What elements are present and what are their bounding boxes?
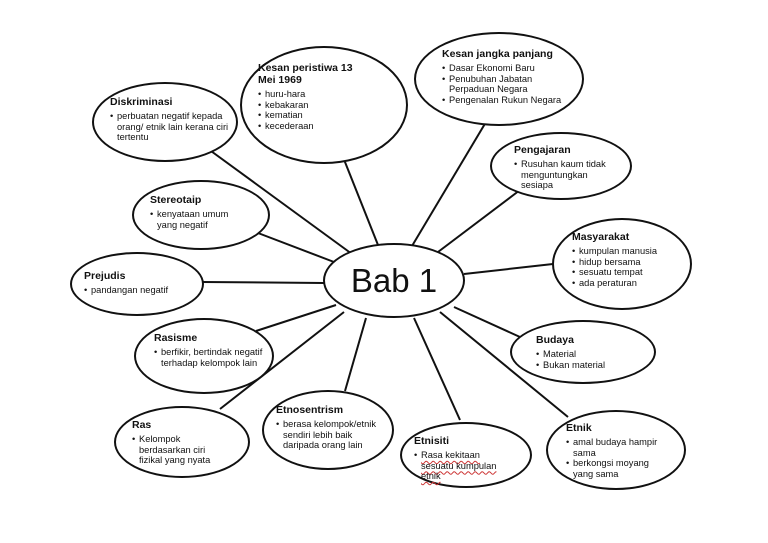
node-item: amal budaya hampir sama xyxy=(566,437,667,458)
node-title: Masyarakat xyxy=(572,231,630,243)
node-ras: Ras Kelompok berdasarkan ciri fizikal ya… xyxy=(114,406,250,478)
node-etnosentrism: Etnosentrism berasa kelompok/etnik sendi… xyxy=(262,390,394,470)
connector-pengajaran xyxy=(437,189,521,253)
node-budaya: Budaya Material Bukan material xyxy=(510,320,656,384)
node-pengajaran: Pengajaran Rusuhan kaum tidak menguntung… xyxy=(490,132,632,200)
node-kesan-peristiwa: Kesan peristiwa 13 Mei 1969 huru-hara ke… xyxy=(240,46,408,164)
node-item: Pengenalan Rukun Negara xyxy=(442,95,570,106)
node-title: Kesan peristiwa 13 Mei 1969 xyxy=(258,62,353,86)
node-etnisiti: Etnisiti Rasa kekitaan sesuatu kumpulan … xyxy=(400,422,532,488)
connector-rasisme xyxy=(255,304,337,332)
node-item: Kelompok berdasarkan ciri fizikal yang n… xyxy=(132,434,225,466)
node-title: Budaya xyxy=(536,334,574,346)
node-item: Bukan material xyxy=(536,360,640,371)
connector-stereotaip xyxy=(257,232,335,263)
connector-etnik xyxy=(439,311,569,418)
node-masyarakat: Masyarakat kumpulan manusia hidup bersam… xyxy=(552,218,692,310)
node-rasisme: Rasisme berfikir, bertindak negatif terh… xyxy=(134,318,274,394)
node-title: Etnik xyxy=(566,422,592,434)
connector-prejudis xyxy=(201,281,325,284)
connector-diskriminasi xyxy=(199,142,353,255)
node-item: kecederaan xyxy=(258,121,370,132)
node-prejudis: Prejudis pandangan negatif xyxy=(70,252,204,316)
connector-etnosentrism xyxy=(344,317,367,392)
node-title: Prejudis xyxy=(84,270,126,282)
node-item: Material xyxy=(536,349,640,360)
node-title: Etnisiti xyxy=(414,435,450,447)
connector-kesan-peristiwa xyxy=(342,156,379,246)
node-item: berkongsi moyang yang sama xyxy=(566,458,667,479)
node-item: Rusuhan kaum tidak menguntungkan sesiapa xyxy=(514,159,615,191)
node-item: berasa kelompok/etnik sendiri lebih baik… xyxy=(276,419,379,451)
node-item: Rasa kekitaan sesuatu kumpulan etnik xyxy=(414,450,513,482)
connector-etnisiti xyxy=(413,317,461,421)
node-title: Stereotaip xyxy=(150,194,202,206)
node-title: Diskriminasi xyxy=(110,96,173,108)
node-title: Ras xyxy=(132,419,152,431)
node-diskriminasi: Diskriminasi perbuatan negatif kepada or… xyxy=(92,82,238,162)
node-item: kematian xyxy=(258,110,370,121)
node-title: Etnosentrism xyxy=(276,404,344,416)
node-title: Rasisme xyxy=(154,332,198,344)
connector-masyarakat xyxy=(463,263,554,275)
node-item: Dasar Ekonomi Baru xyxy=(442,63,570,74)
node-item: kenyataan umum yang negatif xyxy=(150,209,243,230)
node-etnik: Etnik amal budaya hampir sama berkongsi … xyxy=(546,410,686,490)
node-item: Penubuhan Jabatan Perpaduan Negara xyxy=(442,74,539,95)
node-title: Kesan jangka panjang xyxy=(442,48,553,60)
node-title: Pengajaran xyxy=(514,144,571,156)
node-kesan-jangka-panjang: Kesan jangka panjang Dasar Ekonomi Baru … xyxy=(414,32,584,126)
connector-kesan-jangka-panjang xyxy=(411,121,487,247)
node-item-text: Rasa kekitaan sesuatu kumpulan etnik xyxy=(421,450,497,482)
node-item: pandangan negatif xyxy=(84,285,196,296)
node-item: berfikir, bertindak negatif terhadap kel… xyxy=(154,347,265,368)
connector-ras xyxy=(219,311,345,410)
node-item: perbuatan negatif kepada orang/ etnik la… xyxy=(110,111,229,143)
node-stereotaip: Stereotaip kenyataan umum yang negatif xyxy=(132,180,270,250)
node-item: sesuatu tempat xyxy=(572,267,676,278)
node-item: kumpulan manusia xyxy=(572,246,676,257)
node-item: kebakaran xyxy=(258,100,370,111)
central-topic: Bab 1 xyxy=(323,243,465,318)
connector-budaya xyxy=(453,306,521,338)
node-item: huru-hara xyxy=(258,89,370,100)
node-item: ada peraturan xyxy=(572,278,676,289)
node-item: hidup bersama xyxy=(572,257,676,268)
